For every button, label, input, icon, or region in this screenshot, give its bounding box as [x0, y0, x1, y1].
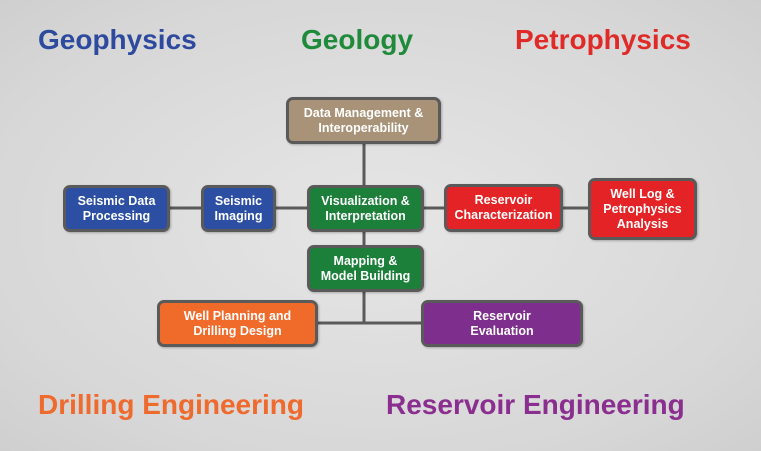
box-mapping-model-building-label: Mapping & Model Building — [320, 253, 411, 283]
box-data-management-label: Data Management & Interoperability — [303, 105, 424, 135]
box-visualization-interpretation: Visualization & Interpretation — [307, 185, 424, 232]
box-visualization-interpretation-label: Visualization & Interpretation — [321, 193, 410, 223]
box-reservoir-characterization: Reservoir Characterization — [444, 184, 563, 232]
box-reservoir-evaluation-label: Reservoir Evaluation — [470, 308, 534, 338]
box-seismic-imaging: Seismic Imaging — [201, 185, 276, 232]
box-reservoir-characterization-label: Reservoir Characterization — [454, 193, 553, 222]
box-seismic-imaging-label: Seismic Imaging — [214, 193, 263, 223]
box-well-planning-drilling: Well Planning and Drilling Design — [157, 300, 318, 347]
box-seismic-data-processing-label: Seismic Data Processing — [77, 193, 156, 223]
box-data-management: Data Management & Interoperability — [286, 97, 441, 144]
heading-petrophysics: Petrophysics — [515, 24, 691, 55]
box-well-log-petrophysics: Well Log & Petrophysics Analysis — [588, 178, 697, 240]
box-well-planning-drilling-label: Well Planning and Drilling Design — [183, 308, 292, 338]
heading-geophysics: Geophysics — [38, 24, 197, 55]
box-well-log-petrophysics-label: Well Log & Petrophysics Analysis — [603, 186, 682, 231]
box-mapping-model-building: Mapping & Model Building — [307, 245, 424, 292]
heading-reservoir-engineering: Reservoir Engineering — [386, 389, 685, 420]
box-seismic-data-processing: Seismic Data Processing — [63, 185, 170, 232]
box-reservoir-evaluation: Reservoir Evaluation — [421, 300, 583, 347]
heading-drilling-engineering: Drilling Engineering — [38, 389, 305, 420]
heading-geology: Geology — [301, 24, 414, 55]
